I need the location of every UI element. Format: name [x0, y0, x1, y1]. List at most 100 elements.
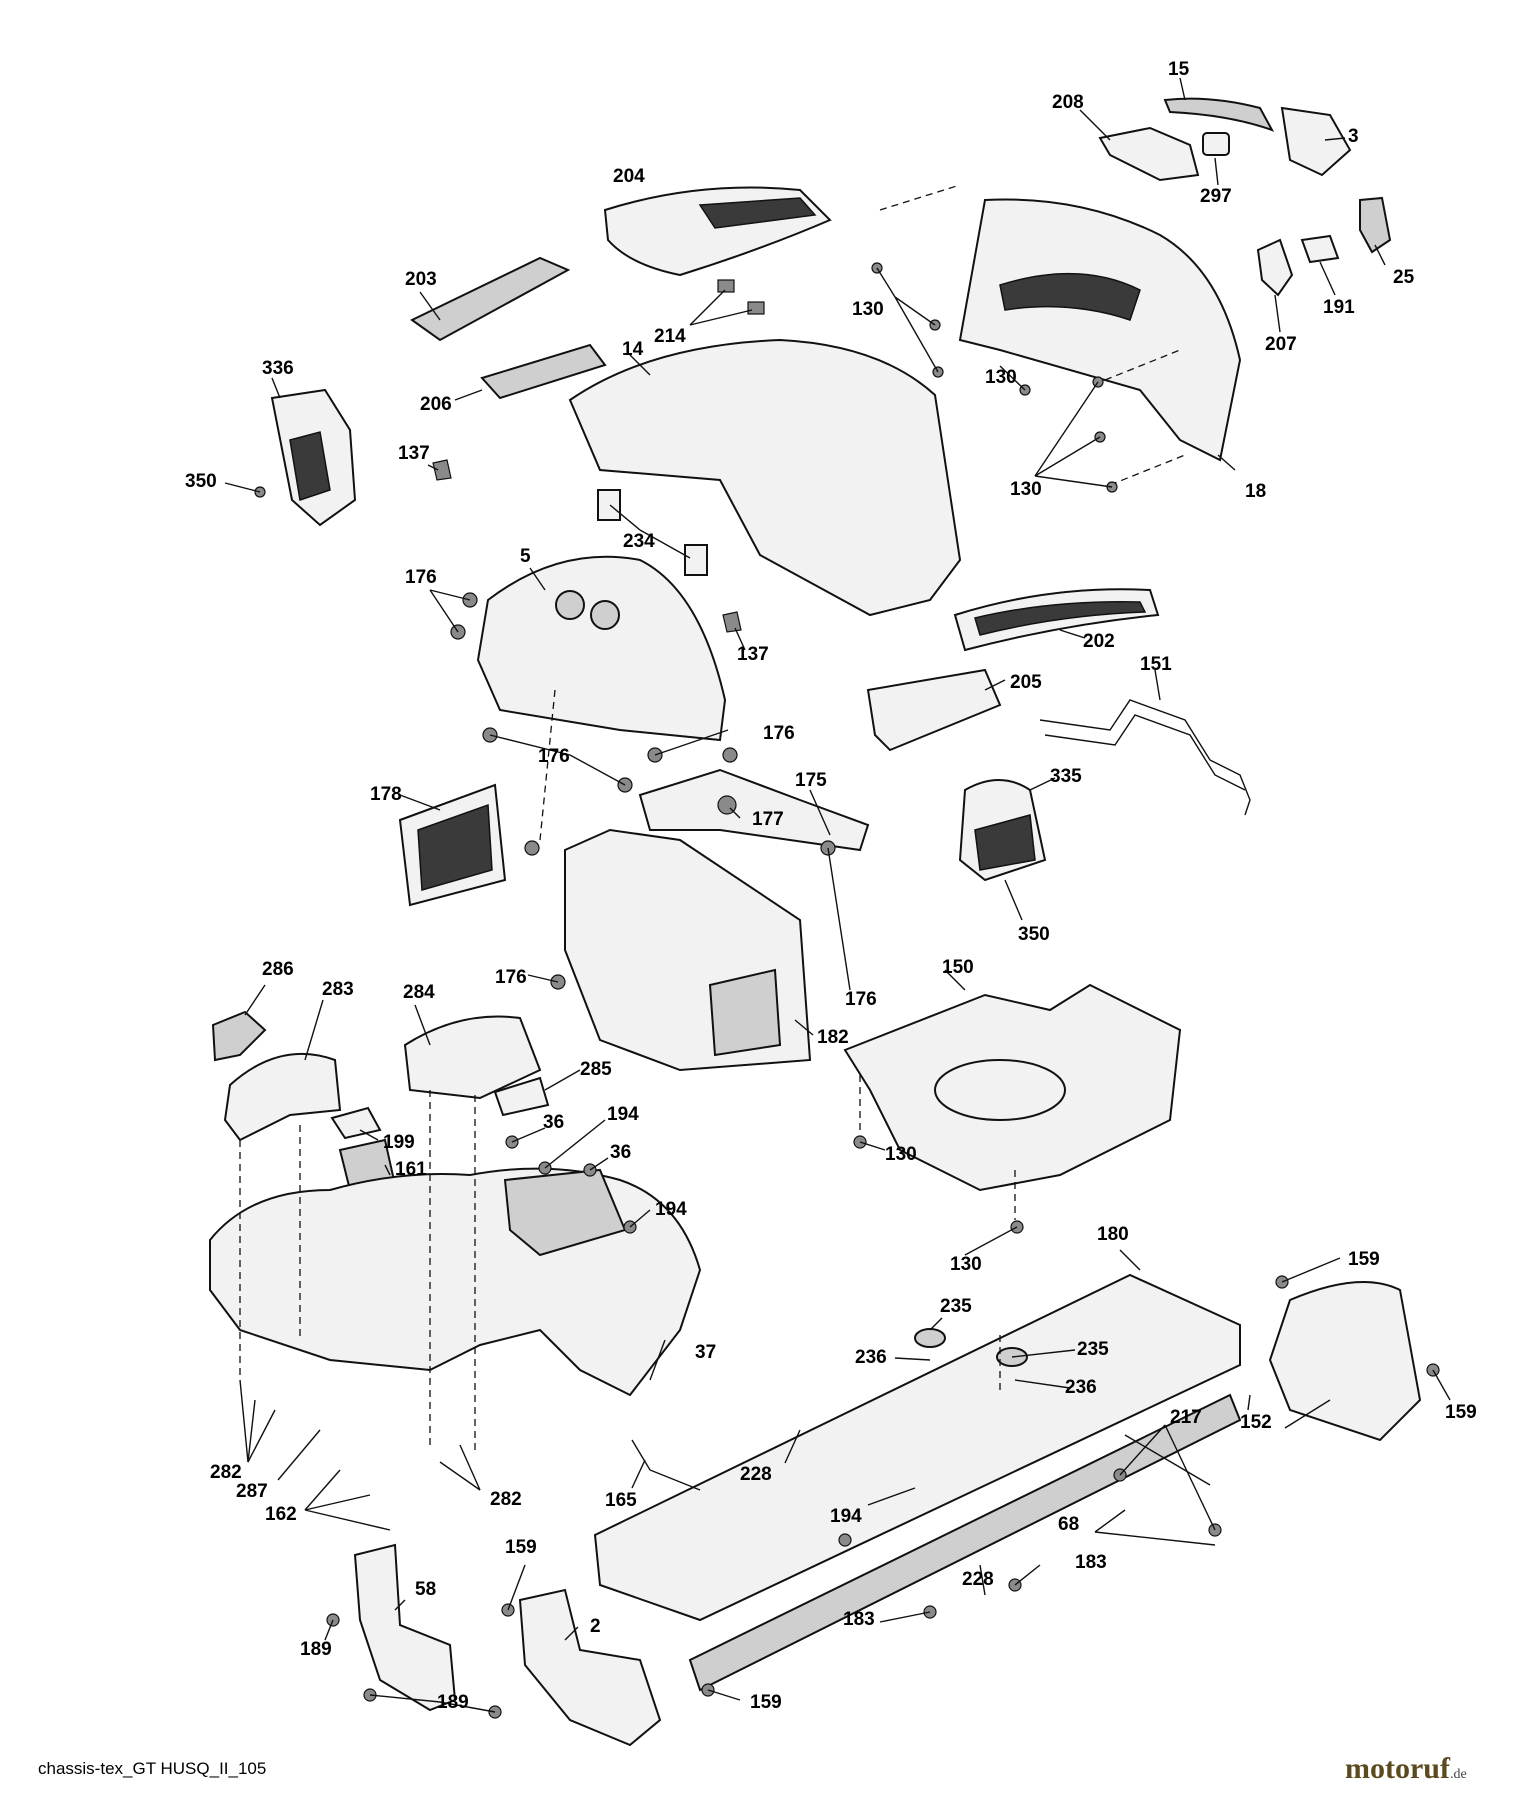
part-217-rod	[1124, 1434, 1211, 1486]
part-label-161: 161	[395, 1159, 427, 1180]
part-203	[410, 256, 571, 342]
part-label-37: 37	[695, 1342, 716, 1363]
part-label-175: 175	[795, 770, 827, 791]
part-label-151: 151	[1140, 654, 1172, 675]
part-14-hood	[568, 338, 962, 617]
part-151-bracket	[1039, 699, 1251, 816]
part-234-decal-a	[597, 489, 621, 521]
part-label-183-a: 183	[1075, 1552, 1107, 1573]
part-2-bracket	[518, 1588, 662, 1747]
watermark-name: motoruf	[1345, 1752, 1450, 1785]
part-label-336: 336	[262, 358, 294, 379]
part-175-bracket	[638, 768, 870, 852]
part-235-mount-a	[914, 1328, 946, 1348]
part-206	[480, 343, 607, 400]
bolt	[524, 840, 540, 856]
watermark-logo: motoruf.de	[1345, 1752, 1467, 1786]
part-297-block	[1202, 132, 1230, 156]
part-label-285: 285	[580, 1059, 612, 1080]
part-label-189-b: 189	[437, 1692, 469, 1713]
part-label-235-a: 235	[940, 1296, 972, 1317]
part-159-cover	[1268, 1281, 1422, 1442]
part-label-130-b: 130	[985, 367, 1017, 388]
part-label-176-b: 176	[763, 723, 795, 744]
part-label-191: 191	[1323, 297, 1355, 318]
part-label-159-b: 159	[1445, 1402, 1477, 1423]
part-180-frame	[593, 1273, 1241, 1622]
part-150-opening	[934, 1059, 1066, 1121]
part-25-clip	[1359, 196, 1392, 254]
part-labels: 15 208 3 297 25 191 207 204 130 130 130 …	[185, 59, 1477, 1713]
part-label-178: 178	[370, 784, 402, 805]
part-label-130-c: 130	[1010, 479, 1042, 500]
part-214-clip-b	[747, 301, 765, 315]
part-label-203: 203	[405, 269, 437, 290]
part-165-link	[631, 1439, 701, 1491]
part-label-235-b: 235	[1077, 1339, 1109, 1360]
guide-line	[1109, 454, 1186, 486]
part-208-housing	[1098, 126, 1200, 182]
part-label-150: 150	[942, 957, 974, 978]
part-15-trim	[1163, 97, 1275, 132]
part-234-decal-b	[684, 544, 708, 576]
guide-line	[1104, 349, 1181, 381]
part-label-180: 180	[1097, 1224, 1129, 1245]
part-label-58: 58	[415, 1579, 436, 1600]
part-204-vents	[698, 197, 817, 229]
part-label-206: 206	[420, 394, 452, 415]
part-label-350-a: 350	[185, 471, 217, 492]
watermark-tld: .de	[1449, 1767, 1467, 1782]
part-137-clip-a	[432, 459, 452, 481]
part-label-194-c: 194	[830, 1506, 862, 1527]
part-label-194-a: 194	[607, 1104, 639, 1125]
part-label-228-a: 228	[740, 1464, 772, 1485]
part-label-162: 162	[265, 1504, 297, 1525]
part-label-36-b: 36	[610, 1142, 631, 1163]
part-label-68: 68	[1058, 1514, 1079, 1535]
part-label-176-e: 176	[845, 989, 877, 1010]
part-label-130-d: 130	[885, 1144, 917, 1165]
part-18-grille	[999, 272, 1141, 321]
part-3-bracket	[1280, 106, 1352, 177]
part-label-18: 18	[1245, 481, 1266, 502]
part-207	[1256, 238, 1294, 297]
part-label-199: 199	[383, 1132, 415, 1153]
bolt	[722, 747, 738, 763]
part-336-grille	[289, 431, 331, 501]
part-label-202: 202	[1083, 631, 1115, 652]
part-label-283: 283	[322, 979, 354, 1000]
part-335-grille	[974, 814, 1036, 871]
part-label-176-a: 176	[405, 567, 437, 588]
part-label-2: 2	[590, 1616, 601, 1637]
part-182-window	[708, 968, 782, 1057]
part-label-236-b: 236	[1065, 1377, 1097, 1398]
part-label-207: 207	[1265, 334, 1297, 355]
part-178-slots	[417, 803, 493, 891]
part-label-152: 152	[1240, 1412, 1272, 1433]
leader-lines	[224, 77, 1451, 1713]
part-label-234: 234	[623, 531, 655, 552]
guide-line	[879, 184, 961, 211]
diagram-caption: chassis-tex_GT HUSQ_II_105	[38, 1759, 267, 1778]
part-label-159-c: 159	[505, 1537, 537, 1558]
part-205	[866, 668, 1002, 752]
part-199	[330, 1106, 382, 1140]
part-label-286: 286	[262, 959, 294, 980]
part-5-gauge-b	[590, 600, 620, 630]
part-label-217: 217	[1170, 1407, 1202, 1428]
part-label-182: 182	[817, 1027, 849, 1048]
bolt	[838, 1533, 852, 1547]
part-label-176-d: 176	[495, 967, 527, 988]
part-label-159-d: 159	[750, 1692, 782, 1713]
part-202-mesh	[974, 601, 1147, 636]
part-285	[493, 1076, 550, 1117]
part-label-25: 25	[1393, 267, 1415, 288]
part-label-5: 5	[520, 546, 531, 567]
part-label-3: 3	[1348, 126, 1359, 147]
part-label-36-a: 36	[543, 1112, 564, 1133]
part-label-137-b: 137	[737, 644, 769, 665]
part-label-14: 14	[622, 339, 644, 360]
part-58-bracket	[353, 1543, 457, 1712]
part-label-284: 284	[403, 982, 435, 1003]
